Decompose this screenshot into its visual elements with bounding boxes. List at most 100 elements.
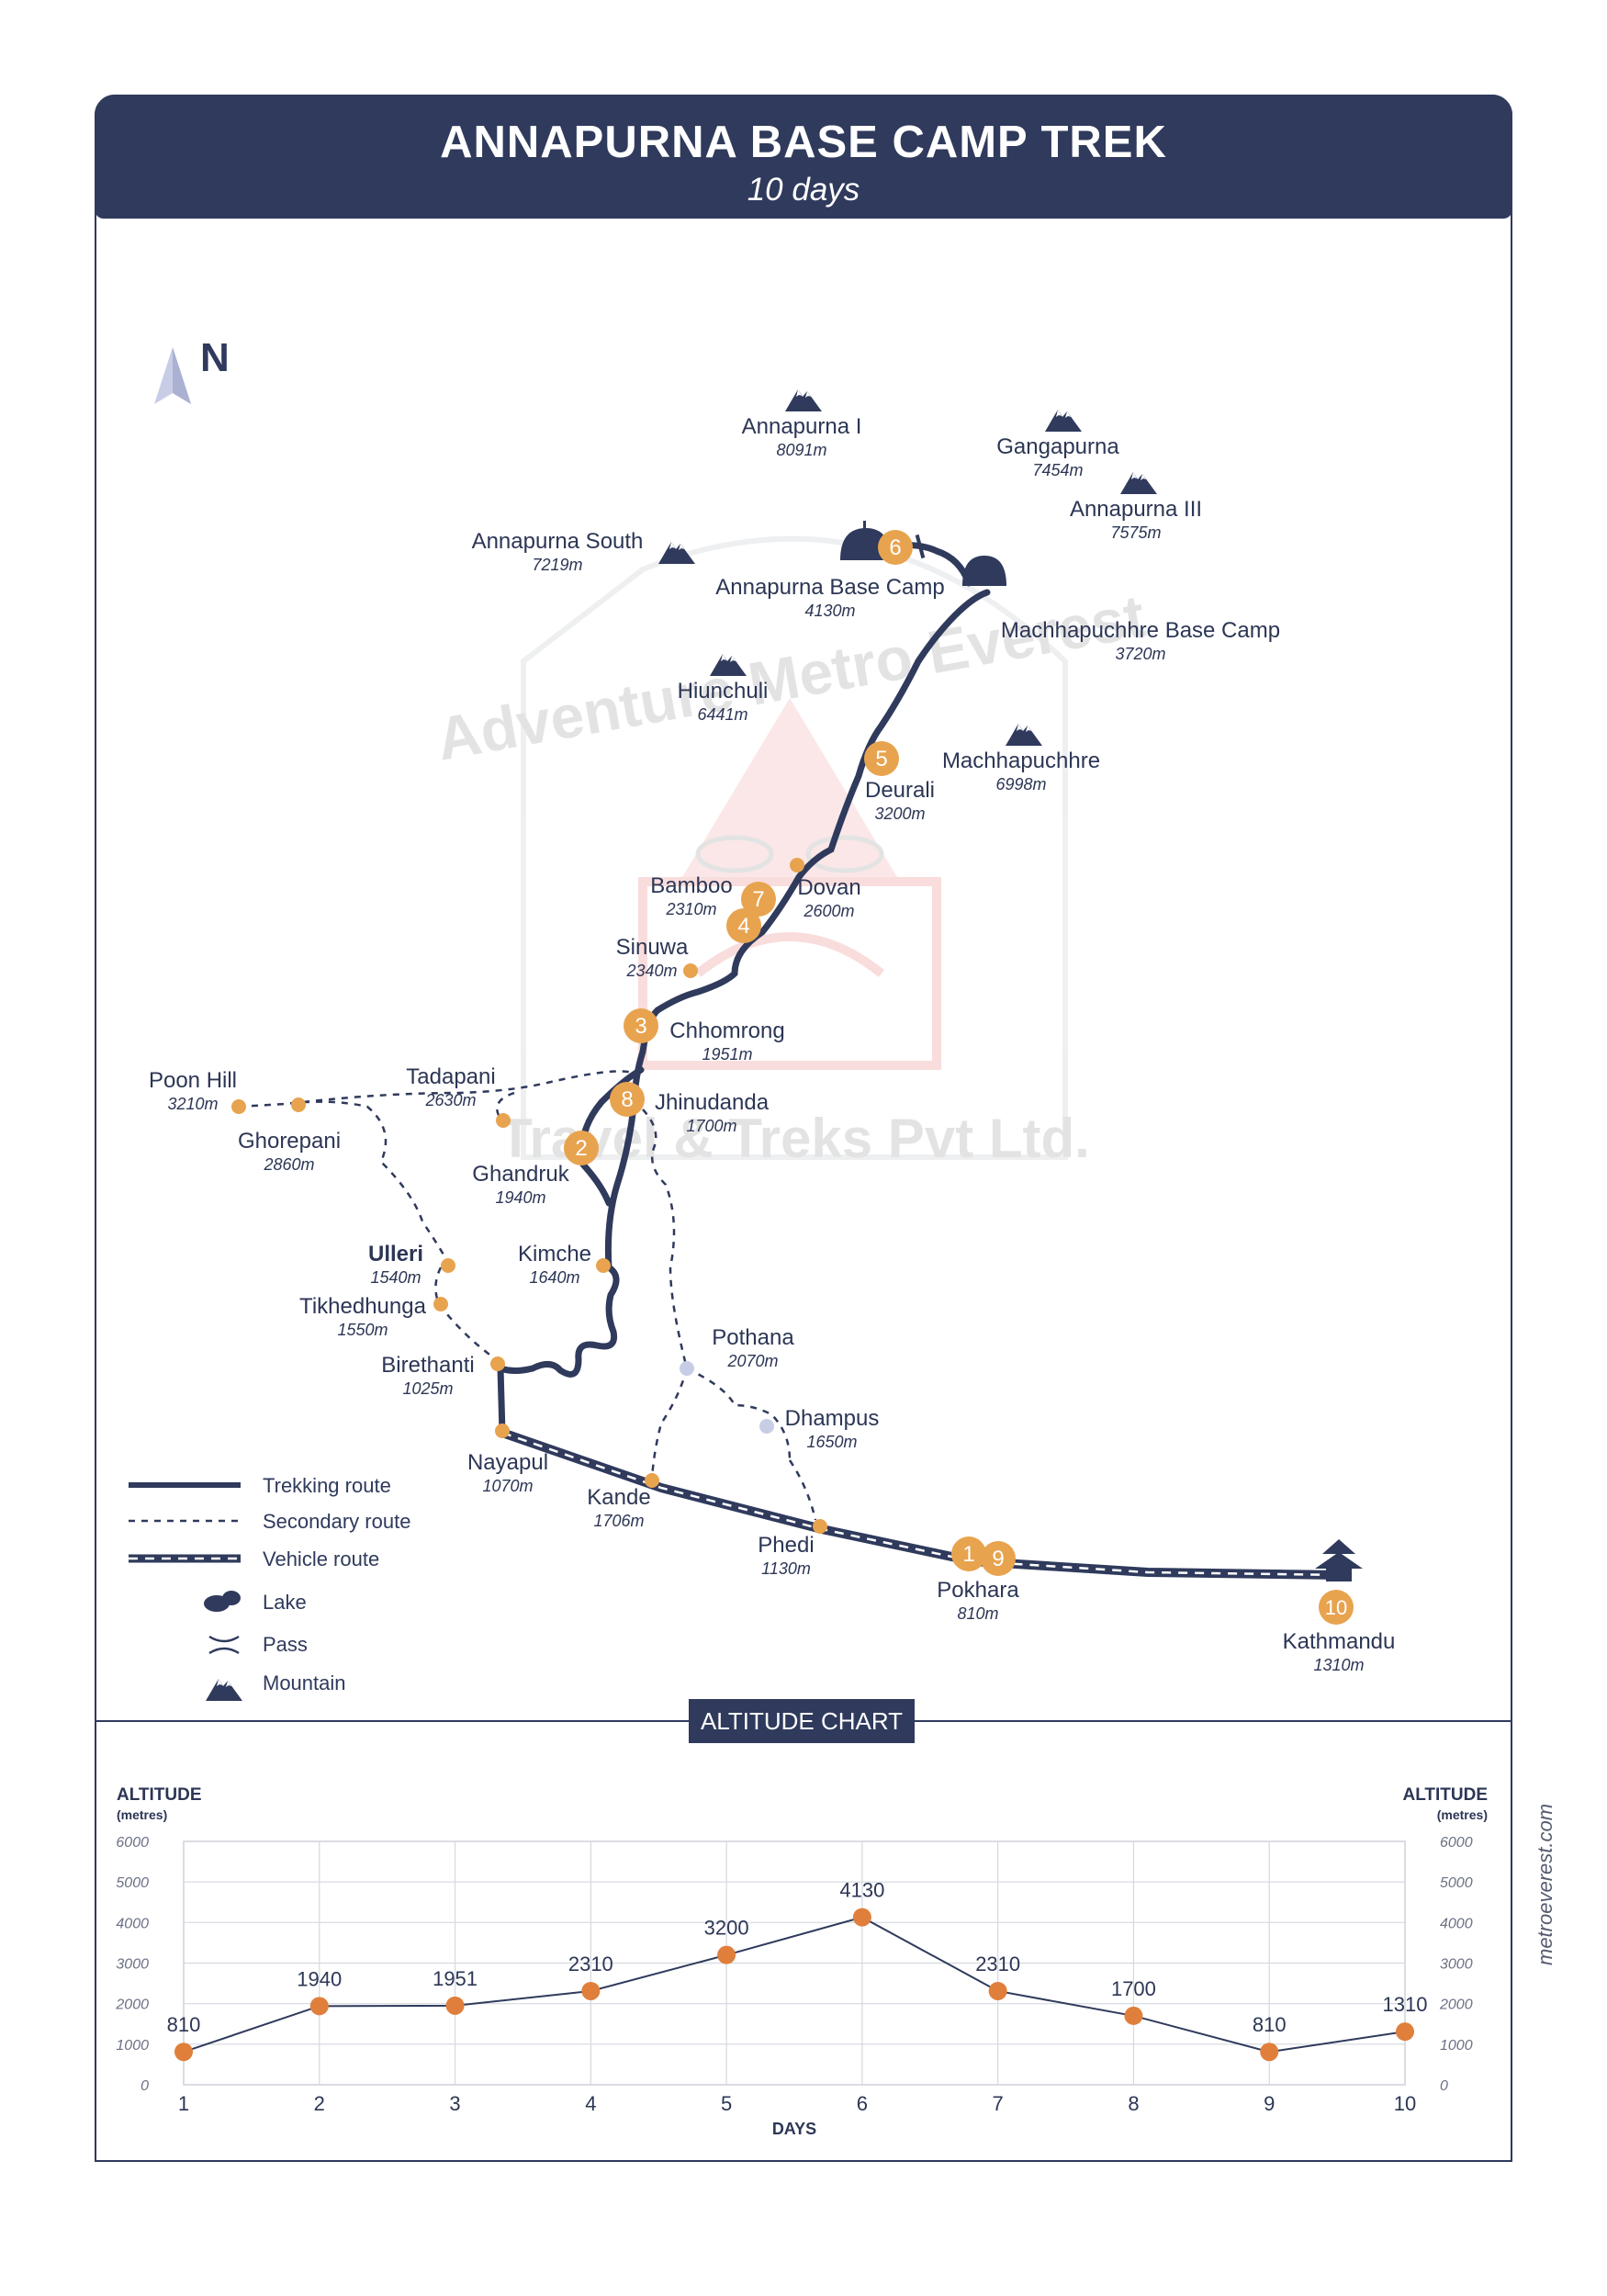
footer-url: metroeverest.com bbox=[1534, 1803, 1556, 1965]
place-alt: 2860m bbox=[263, 1155, 314, 1174]
day-marker: 3 bbox=[624, 1008, 658, 1043]
day-marker: 6 bbox=[878, 530, 913, 565]
svg-text:4: 4 bbox=[737, 914, 749, 939]
place-alt: 1025m bbox=[402, 1379, 453, 1398]
svg-text:10: 10 bbox=[1325, 1596, 1347, 1619]
place-labels: Annapurna Base Camp 4130m Machhapuchhre … bbox=[149, 575, 1395, 1674]
compass-label: N bbox=[200, 335, 230, 380]
peak-name: Hiunchuli bbox=[678, 679, 769, 703]
place-alt: 1951m bbox=[702, 1045, 752, 1064]
mountain-icon bbox=[1045, 410, 1082, 432]
mountain-icon bbox=[1120, 472, 1157, 494]
svg-text:7: 7 bbox=[752, 887, 764, 912]
place-alt: 810m bbox=[957, 1604, 998, 1623]
vehicle-route bbox=[500, 1428, 1342, 1580]
place-name: Phedi bbox=[758, 1533, 814, 1558]
svg-text:3: 3 bbox=[635, 1014, 646, 1039]
peak-alt: 7219m bbox=[532, 556, 582, 574]
day-marker: 2 bbox=[564, 1131, 599, 1165]
place-alt: 2630m bbox=[424, 1091, 476, 1109]
north-compass: N bbox=[154, 335, 230, 404]
place-name: Ulleri bbox=[368, 1242, 423, 1266]
peak-name: Machhapuchhre bbox=[942, 748, 1100, 773]
legend-label: Trekking route bbox=[263, 1474, 391, 1497]
place-name: Kimche bbox=[518, 1242, 591, 1266]
mountain-icon bbox=[206, 1679, 242, 1701]
peak-name: Annapurna III bbox=[1070, 497, 1202, 522]
legend-label: Mountain bbox=[263, 1671, 346, 1694]
peak-name: Annapurna South bbox=[472, 529, 644, 554]
legend: Trekking route Secondary route Vehicle r… bbox=[129, 1474, 410, 1701]
peak-labels: Annapurna I 8091m Gangapurna 7454m Annap… bbox=[472, 414, 1202, 793]
day-markers: 1 2 3 4 5 6 7 8 9 10 bbox=[564, 530, 1354, 1625]
day-marker: 4 bbox=[726, 908, 761, 943]
place-alt: 1940m bbox=[495, 1188, 545, 1207]
place-alt: 1540m bbox=[370, 1268, 421, 1287]
day-marker: 5 bbox=[864, 741, 899, 776]
place-name: Ghandruk bbox=[472, 1162, 569, 1187]
day-marker: 10 bbox=[1319, 1590, 1354, 1625]
legend-label: Lake bbox=[263, 1591, 307, 1614]
place-alt: 4130m bbox=[804, 602, 855, 620]
pass-icon bbox=[208, 1635, 240, 1655]
place-alt: 2070m bbox=[726, 1352, 778, 1370]
place-name: Pothana bbox=[712, 1325, 794, 1350]
svg-text:5: 5 bbox=[875, 747, 887, 771]
watermark-text: Travel & Treks Pvt Ltd. bbox=[499, 1108, 1090, 1169]
route-map: Travel & Treks Pvt Ltd. Adventure Metro … bbox=[129, 335, 1395, 1701]
place-alt: 1706m bbox=[593, 1512, 644, 1530]
place-name: Dovan bbox=[797, 875, 860, 900]
svg-text:1: 1 bbox=[962, 1542, 974, 1567]
lake-icon bbox=[204, 1591, 241, 1612]
place-name: Bamboo bbox=[650, 873, 732, 898]
page-title: ANNAPURNA BASE CAMP TREK bbox=[440, 118, 1167, 167]
place-name: Chhomrong bbox=[669, 1019, 784, 1043]
day-marker: 7 bbox=[741, 882, 776, 917]
place-alt: 2600m bbox=[803, 902, 854, 920]
title-banner: ANNAPURNA BASE CAMP TREK 10 days bbox=[95, 95, 1512, 219]
waypoint-dots-alt bbox=[680, 1361, 774, 1434]
place-alt: 3210m bbox=[167, 1095, 218, 1113]
map-frame bbox=[95, 95, 1512, 2162]
peak-name: Annapurna I bbox=[742, 414, 862, 439]
page-subtitle: 10 days bbox=[747, 172, 860, 208]
day-marker: 9 bbox=[981, 1541, 1016, 1576]
temple-icon bbox=[1315, 1539, 1363, 1581]
place-name: Kande bbox=[587, 1485, 650, 1510]
altitude-chart-label: ALTITUDE CHART bbox=[689, 1699, 915, 1743]
place-alt: 1650m bbox=[806, 1433, 857, 1451]
svg-text:8: 8 bbox=[621, 1087, 633, 1112]
peak-alt: 6998m bbox=[995, 775, 1046, 793]
place-name: Deurali bbox=[865, 778, 935, 803]
place-name: Poon Hill bbox=[149, 1068, 237, 1093]
place-alt: 1130m bbox=[761, 1559, 811, 1578]
svg-text:2: 2 bbox=[575, 1136, 587, 1161]
place-name: Tadapani bbox=[406, 1064, 495, 1089]
place-name: Sinuwa bbox=[616, 935, 689, 960]
mountain-icon bbox=[785, 389, 822, 411]
place-name: Dhampus bbox=[785, 1406, 880, 1431]
place-name: Annapurna Base Camp bbox=[715, 575, 945, 600]
place-alt: 1640m bbox=[529, 1268, 579, 1287]
place-alt: 2340m bbox=[625, 962, 677, 980]
legend-label: Pass bbox=[263, 1633, 308, 1656]
place-alt: 1310m bbox=[1313, 1656, 1364, 1674]
peak-alt: 7454m bbox=[1032, 461, 1083, 479]
place-alt: 3200m bbox=[874, 805, 925, 823]
mountain-icon bbox=[1006, 724, 1042, 746]
place-name: Jhinudanda bbox=[655, 1090, 770, 1115]
place-alt: 1550m bbox=[337, 1321, 388, 1339]
legend-label: Secondary route bbox=[263, 1510, 410, 1533]
place-alt: 1070m bbox=[482, 1477, 533, 1495]
place-alt: 1700m bbox=[686, 1117, 736, 1135]
svg-text:6: 6 bbox=[889, 535, 901, 560]
place-name: Kathmandu bbox=[1283, 1629, 1396, 1654]
day-marker: 8 bbox=[610, 1082, 645, 1117]
day-marker: 1 bbox=[951, 1536, 986, 1571]
peak-alt: 8091m bbox=[776, 441, 826, 459]
camp-icons bbox=[840, 521, 1006, 586]
svg-text:9: 9 bbox=[992, 1547, 1004, 1571]
place-alt: 2310m bbox=[665, 900, 716, 918]
place-name: Ghorepani bbox=[238, 1129, 341, 1154]
waypoint-dots bbox=[231, 858, 827, 1534]
